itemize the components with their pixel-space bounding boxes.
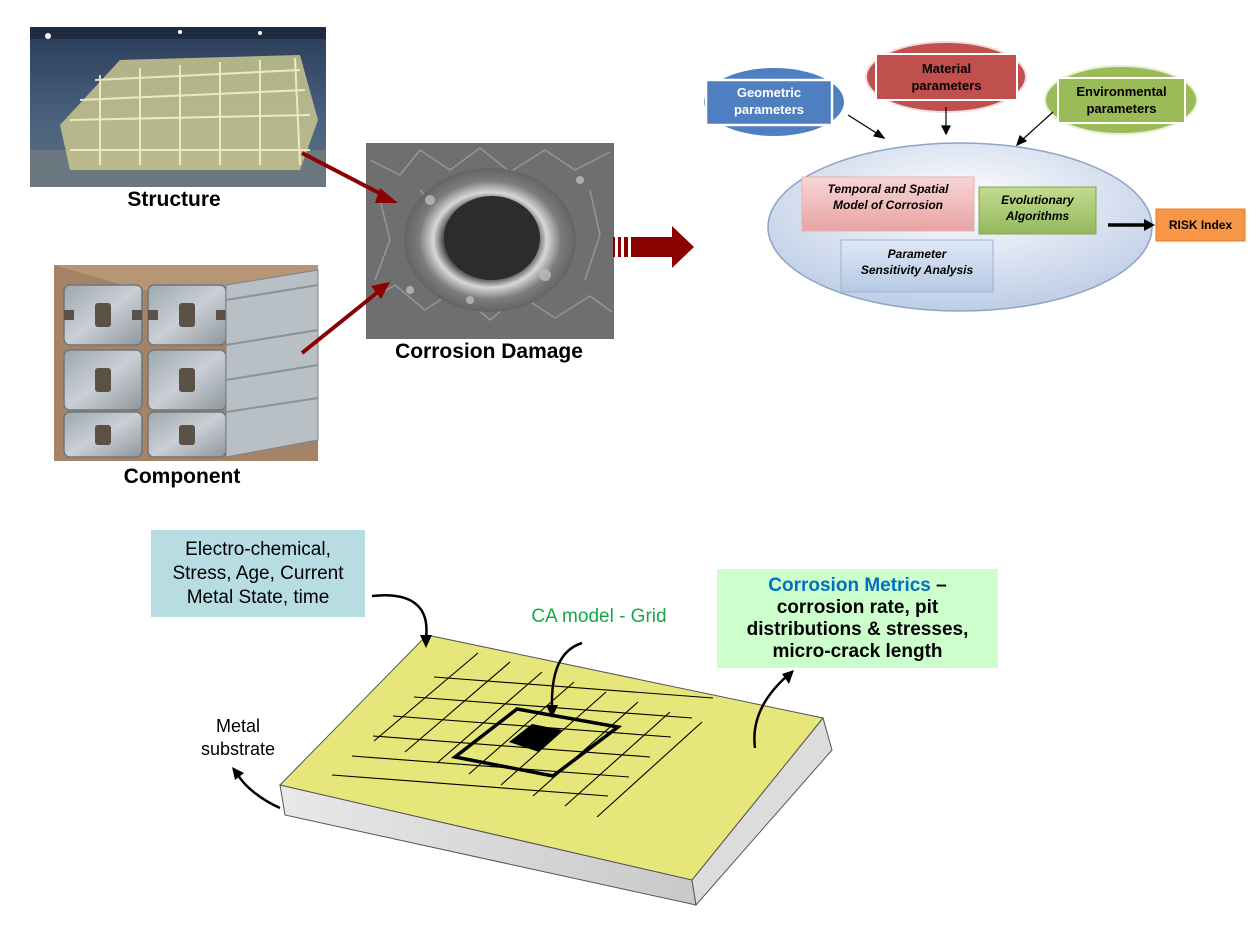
- environmental-line-1: Environmental: [1076, 84, 1167, 99]
- red-arrow: [300, 151, 398, 355]
- inputs-line-3: Metal State, time: [186, 587, 330, 608]
- structure-photo: [30, 27, 326, 187]
- corrosion-damage-caption: Corrosion Damage: [395, 340, 583, 363]
- geometric-parameters-box: Geometric parameters: [706, 84, 832, 118]
- black-arrow: [236, 594, 788, 810]
- environmental-parameters-box: Environmental parameters: [1058, 83, 1185, 117]
- metal-substrate-label: Metal substrate: [186, 715, 290, 761]
- temporal-line-1: Temporal and Spatial: [827, 182, 949, 196]
- inputs-line-1: Electro-chemical,: [185, 539, 331, 560]
- corrosion-metrics-box: Corrosion Metrics – corrosion rate, pit …: [717, 569, 998, 668]
- inputs-line-2: Stress, Age, Current: [172, 563, 344, 584]
- substrate-line-1: Metal: [215, 716, 260, 736]
- sensitivity-line-1: Parameter: [887, 247, 947, 261]
- temporal-model-box: Temporal and Spatial Model of Corrosion: [802, 181, 974, 213]
- evolutionary-algorithms-box: Evolutionary Algorithms: [979, 192, 1096, 224]
- metrics-line-3: micro-crack length: [772, 641, 943, 662]
- red-arrow: [613, 226, 694, 268]
- geometric-line-2: parameters: [733, 102, 805, 117]
- metrics-title-line: Corrosion Metrics –: [717, 575, 998, 597]
- component-photo: [54, 265, 319, 461]
- ca-grid-cell: [509, 724, 562, 752]
- metrics-dash: –: [930, 575, 947, 596]
- substrate-line-2: substrate: [200, 739, 276, 759]
- temporal-line-2: Model of Corrosion: [833, 198, 943, 212]
- metrics-line-2: distributions & stresses,: [746, 619, 969, 640]
- black-arrow: [232, 635, 794, 780]
- metrics-title: Corrosion Metrics: [768, 575, 931, 596]
- sensitivity-analysis-box: Parameter Sensitivity Analysis: [841, 246, 993, 278]
- geometric-line-1: Geometric: [736, 85, 802, 100]
- evolutionary-line-2: Algorithms: [1005, 209, 1070, 223]
- material-line-1: Material: [921, 61, 972, 76]
- corrosion-photo: [366, 143, 614, 339]
- component-caption: Component: [123, 465, 241, 488]
- metrics-line-1: corrosion rate, pit: [776, 597, 939, 618]
- sensitivity-line-2: Sensitivity Analysis: [860, 263, 974, 277]
- structure-caption: Structure: [127, 188, 221, 211]
- ca-grid-label: CA model - Grid: [531, 606, 667, 627]
- material-line-2: parameters: [911, 78, 982, 93]
- model-diagram: [704, 41, 1246, 312]
- material-parameters-box: Material parameters: [876, 60, 1017, 94]
- evolutionary-line-1: Evolutionary: [1001, 193, 1074, 207]
- environmental-line-2: parameters: [1086, 101, 1157, 116]
- risk-index-box: RISK Index: [1168, 218, 1233, 232]
- ca-grid-focus: [450, 707, 623, 778]
- ca-inputs-box: Electro-chemical, Stress, Age, Current M…: [151, 530, 365, 617]
